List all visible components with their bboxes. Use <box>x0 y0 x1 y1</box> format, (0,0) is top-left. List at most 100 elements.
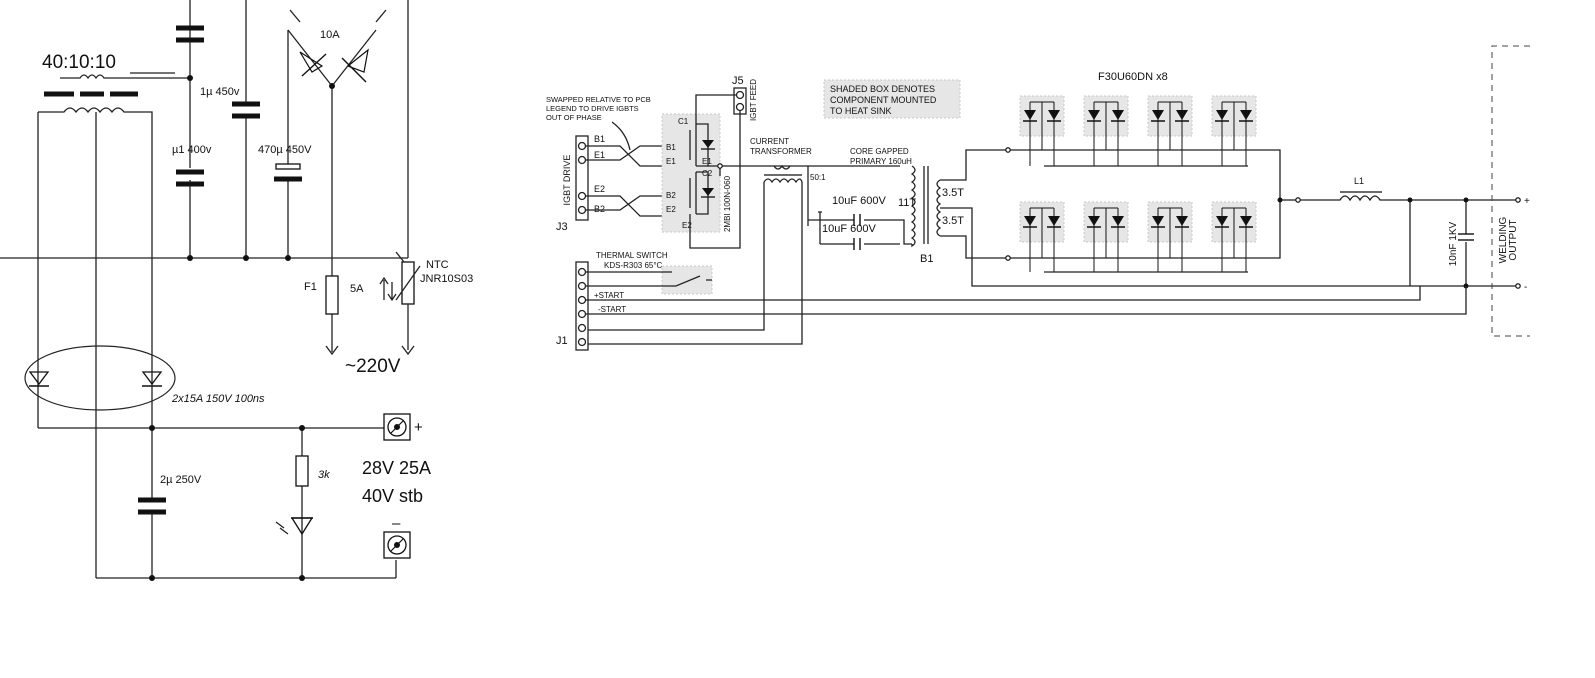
l1-label: L1 <box>1354 176 1364 186</box>
diode-array-label: F30U60DN x8 <box>1098 71 1168 83</box>
rectifier-diode-block-5 <box>1019 201 1065 272</box>
output-diode-left <box>28 371 50 387</box>
plus-terminal-label: + <box>414 419 423 436</box>
heat-sink-note-box <box>823 79 961 119</box>
ct-ratio-label: 50:1 <box>810 173 826 182</box>
transformer-ratio-label: 40:10:10 <box>42 52 116 73</box>
diode-pair-outline <box>24 345 176 411</box>
heat-sink-note-1: SHADED BOX DENOTES <box>830 84 935 94</box>
rectifier-diode-block-1 <box>1019 95 1065 166</box>
connector-j3 <box>575 135 589 221</box>
secondary-b-label: 3.5T <box>942 215 964 227</box>
igbt-part-label: 2MBI 100N-060 <box>723 175 732 232</box>
igbt-upper <box>689 123 715 167</box>
b1-label: B1 <box>920 253 933 265</box>
welding-output-2: OUTPUT <box>1508 219 1519 260</box>
start-minus-label: -START <box>598 305 626 314</box>
mains-transformer <box>37 72 190 578</box>
start-plus-label: +START <box>594 291 624 300</box>
output-rectifier-array <box>1019 95 1257 272</box>
ntc-part-label: JNR10S03 <box>420 273 473 285</box>
rectifier-diode-block-8 <box>1211 201 1257 272</box>
core-note-1: CORE GAPPED <box>850 147 909 156</box>
j3-pin-e1: E1 <box>594 150 605 160</box>
swap-note-2: LEGEND TO DRIVE IGBTS <box>546 104 639 113</box>
cap-a-label: 10uF 600V <box>832 195 886 207</box>
cap-470u-450v <box>274 163 302 182</box>
rectifier-diode-block-6 <box>1083 201 1129 272</box>
ntc-thermistor <box>379 251 421 356</box>
welding-output-box <box>1491 45 1530 337</box>
igbt-pin-e1-left: E1 <box>666 157 676 166</box>
output-diode-right <box>141 371 163 387</box>
connector-j1 <box>575 261 589 351</box>
fuse-f1 <box>325 275 339 315</box>
cap-2u-250v <box>138 497 166 515</box>
swap-note-1: SWAPPED RELATIVE TO PCB <box>546 95 651 104</box>
rectifier-diode-block-7 <box>1147 201 1193 272</box>
thermal-switch-1: THERMAL SWITCH <box>596 251 668 260</box>
cap-u1-400v <box>176 168 204 187</box>
resistor-label: 3k <box>318 469 330 481</box>
igbt-feed-label: IGBT FEED <box>749 79 758 121</box>
igbt-pin-e1-right: E1 <box>702 157 712 166</box>
cap-u1-label: µ1 400v <box>172 144 212 156</box>
output-plus-label: + <box>1524 196 1530 207</box>
igbt-pin-b1: B1 <box>666 143 676 152</box>
j3-pin-b2: B2 <box>594 204 605 214</box>
cap-1u-450v <box>232 101 260 119</box>
heat-sink-note-3: TO HEAT SINK <box>830 106 892 116</box>
igbt-pin-c1: C1 <box>678 117 689 126</box>
fuse-rating-label: 5A <box>350 283 364 295</box>
heat-sink-note-2: COMPONENT MOUNTED <box>830 95 937 105</box>
cap-b-label: 10uF 600V <box>822 223 876 235</box>
minus-terminal-label: – <box>392 515 401 532</box>
snubber-label: 10nF 1KV <box>1448 221 1459 266</box>
output-rating-line1: 28V 25A <box>362 458 431 478</box>
indicator-led <box>275 517 314 536</box>
igbt-lower <box>689 171 715 215</box>
connector-j5 <box>733 87 747 115</box>
output-rating-line2: 40V stb <box>362 486 423 506</box>
j5-label: J5 <box>732 75 744 87</box>
right-welder-schematic: SHADED BOX DENOTES COMPONENT MOUNTED TO … <box>546 45 1530 351</box>
left-power-supply: 40:10:10 1µ 450v µ1 400v 470µ 450V <box>0 0 473 581</box>
igbt-pin-b2: B2 <box>666 191 676 200</box>
output-minus-label: - <box>1524 282 1527 293</box>
j3-pin-e2: E2 <box>594 184 605 194</box>
main-transformer-b1 <box>910 165 942 248</box>
igbt-pin-e2-bottom: E2 <box>682 221 692 230</box>
terminal-minus <box>383 531 411 559</box>
rectifier-diode-block-3 <box>1147 95 1193 166</box>
bridge-current-label: 10A <box>320 29 340 41</box>
primary-turns-label: 11T <box>898 197 916 209</box>
mains-label: ~220V <box>345 356 401 377</box>
igbt-drive-label: IGBT DRIVE <box>562 155 572 206</box>
current-transformer-2: TRANSFORMER <box>750 147 812 156</box>
j3-pin-b1: B1 <box>594 134 605 144</box>
thermal-switch-2: KDS-R303 65°C <box>604 261 663 270</box>
current-transformer <box>586 164 803 345</box>
igbt-pin-e2-left: E2 <box>666 205 676 214</box>
j1-label: J1 <box>556 335 568 347</box>
igbt-module-box <box>661 113 721 233</box>
welding-output-1: WELDING <box>1498 216 1509 263</box>
fuse-name-label: F1 <box>304 281 317 293</box>
j3-label: J3 <box>556 221 568 233</box>
ntc-label: NTC <box>426 259 449 271</box>
rectifier-diode-block-4 <box>1211 95 1257 166</box>
cap-1u-label: 1µ 450v <box>200 86 240 98</box>
cap-2u-label: 2µ 250V <box>160 474 202 486</box>
resistor-3k <box>295 455 309 487</box>
igbt-pin-c2: C2 <box>702 169 713 178</box>
secondary-a-label: 3.5T <box>942 187 964 199</box>
swap-note-3: OUT OF PHASE <box>546 113 602 122</box>
cap-top <box>176 25 204 43</box>
cap-470u-label: 470µ 450V <box>258 144 312 156</box>
rectifier-diode-block-2 <box>1083 95 1129 166</box>
terminal-plus <box>383 413 411 441</box>
core-note-2: PRIMARY 160uH <box>850 157 912 166</box>
thermal-switch-box <box>661 265 713 295</box>
diodes-label: 2x15A 150V 100ns <box>171 393 265 405</box>
